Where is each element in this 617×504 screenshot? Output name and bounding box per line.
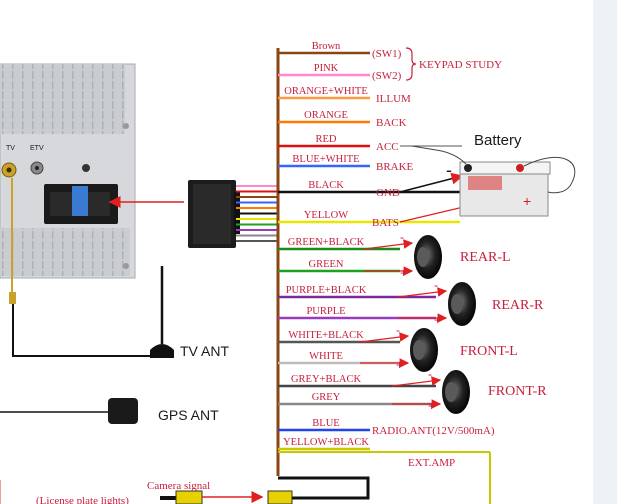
speaker-label: FRONT-R [488,384,547,399]
gps-ant-label: GPS ANT [158,407,219,423]
wire-row: Brown (SW1) [278,41,402,60]
wire-row: ORANGE+WHITE ILLUM [278,86,411,105]
battery-minus-sign: - [446,160,452,180]
wire-row: RED ACC [278,134,399,153]
wire-color-label: ORANGE [304,110,348,121]
port-label-tv: TV [6,145,15,152]
camera-signal-label: Camera signal [147,480,210,492]
speaker: - + FRONT-R [391,367,547,414]
ext-amp-label: EXT.AMP [408,457,455,469]
wire-row: PURPLE+BLACK [278,285,436,299]
wire-color-label: GREY+BLACK [291,374,362,385]
speaker-minus-sign: - [428,367,432,381]
tv-ant-label: TV ANT [180,343,229,359]
speaker-label: REAR-L [460,250,511,265]
wire-row: PURPLE [278,306,436,320]
speaker-plus-sign: + [428,399,435,413]
speaker-plus-sign: + [400,266,407,280]
wire-row: BLUE RADIO.ANT(12V/500mA) [278,418,495,437]
speaker: - + REAR-R [397,278,544,327]
speaker-label: FRONT-L [460,344,518,359]
speaker-minus-sign: - [434,278,438,292]
wire-row: WHITE+BLACK [278,330,400,344]
speaker-label: REAR-R [492,298,544,313]
battery-positive-terminal [516,164,524,172]
speaker-plus-sign: + [396,358,403,372]
wire-color-label: GREEN [309,259,344,270]
speaker-minus-sign: - [396,323,400,337]
wire-function-label: BATS [372,217,399,229]
wire-row: ORANGE BACK [278,110,407,129]
right-edge-panel [593,0,617,504]
etv-port [30,161,44,175]
wire-function-label: (SW2) [372,70,402,82]
plug-wire-bundle [236,185,278,242]
wire-color-label: YELLOW [304,210,348,221]
wire-row: WHITE [278,351,400,365]
wire-color-label: YELLOW+BLACK [283,437,369,448]
speaker: - + REAR-L [363,230,511,280]
wire-row: GREY+BLACK [278,374,436,388]
wire-color-label: PURPLE [306,306,345,317]
rca-plug-right [267,490,293,504]
wire-row: GREEN [278,259,400,273]
rca-plug-left [175,490,203,504]
wire-function-label: ILLUM [376,93,411,105]
license-lights-label: (License plate lights) [36,495,129,504]
wire-row: BLACK GND [278,180,460,199]
speaker-plus-sign: + [434,313,441,327]
battery-label: Battery [474,132,522,149]
battery-negative-terminal [464,164,472,172]
wire-color-label: BLUE [312,418,339,429]
speaker: - + FRONT-L [359,323,518,372]
speaker-minus-sign: - [400,230,404,244]
wire-row: BLUE+WHITE BRAKE [278,154,414,173]
ext-amp-wire: EXT.AMP [278,451,491,504]
battery: Battery - + [411,132,576,217]
wire-function-label: GND [376,187,400,199]
wire-row: PINK (SW2) [278,63,402,82]
wire-function-label: BRAKE [376,161,414,173]
wire-color-label: ORANGE+WHITE [284,86,368,97]
wire-function-label: BACK [376,117,407,129]
head-unit-mount-holes [82,123,129,269]
wiring-diagram-canvas: TV ETV Brown(SW1)PINK(SW2)ORANGE+WHITEIL… [0,41,576,504]
wire-function-label: (SW1) [372,48,402,60]
wire-row: YELLOW+BLACK [278,437,370,451]
keypad-label: KEYPAD STUDY [419,59,502,71]
gnd-arrow [399,172,464,193]
gps-antenna: GPS ANT [0,398,219,424]
wire-function-label: RADIO.ANT(12V/500mA) [372,425,495,437]
head-unit: TV ETV [0,63,136,279]
wire-color-label: Brown [312,41,341,52]
tv-port [1,162,17,178]
wire-row: GREEN+BLACK [278,237,400,251]
wire-row: GREY [278,392,436,406]
keypad-brace: KEYPAD STUDY [405,47,502,81]
wire-row: YELLOW BATS [278,210,460,229]
wire-color-label: WHITE [309,351,343,362]
wire-color-label: BLUE+WHITE [292,154,359,165]
port-label-etv: ETV [30,145,44,152]
tv-antenna: TV ANT [9,178,229,359]
wire-color-label: PINK [314,63,339,74]
battery-plus-sign: + [523,193,531,209]
harness-plug [188,180,240,248]
wire-color-label: WHITE+BLACK [288,330,364,341]
wire-function-label: ACC [376,141,399,153]
wire-color-label: RED [316,134,337,145]
wire-color-label: PURPLE+BLACK [286,285,367,296]
wire-color-label: GREY [312,392,341,403]
unit-harness-socket [44,184,118,224]
wire-color-label: BLACK [308,180,344,191]
speakers: - + REAR-L - + REAR-R - + FRONT-L - + FRONT-R [359,230,547,414]
wire-color-label: GREEN+BLACK [288,237,365,248]
camera-signal-cable: Camera signal (License plate lights) [0,476,370,504]
